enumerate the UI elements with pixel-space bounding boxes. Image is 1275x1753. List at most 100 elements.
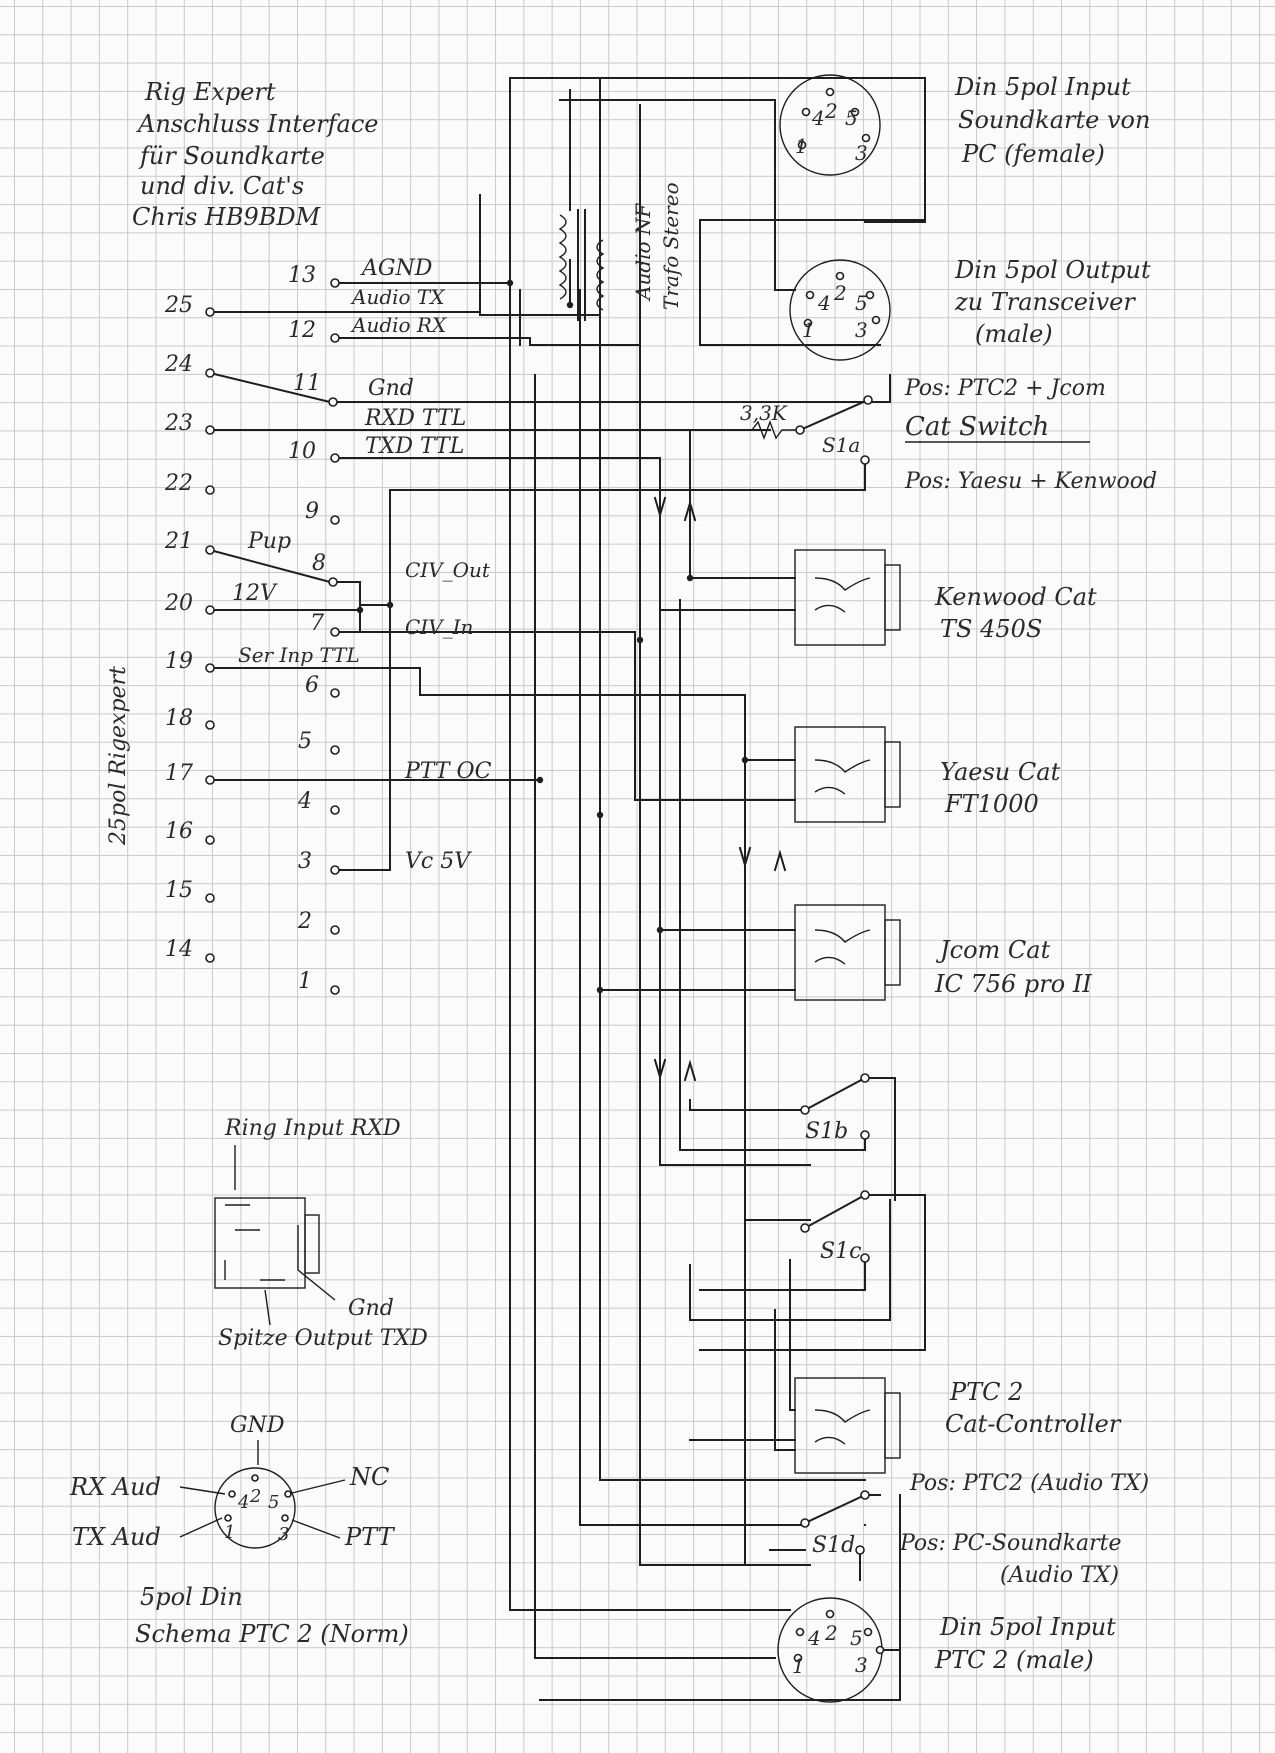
s1a-pos-bottom: Pos: Yaesu + Kenwood — [904, 469, 1157, 494]
pin-18-label: 18 — [165, 706, 193, 731]
icom-label-2: IC 756 pro II — [934, 970, 1092, 998]
din1-pin-1: 1 — [795, 134, 808, 158]
signal-audio-rx: Audio RX — [350, 313, 447, 337]
jack-legend-tip: Spitze Output TXD — [218, 1326, 428, 1351]
cat-switch-s1a: 3,3K S1a Pos: PTC2 + Jcom Cat Switch Pos… — [740, 376, 1157, 494]
signal-ptt-oc: PTT OC — [404, 759, 492, 784]
trafo-label-2: Trafo Stereo — [659, 182, 683, 310]
pins-left-column: 13 12 11 10 9 8 7 6 5 4 3 2 1 — [288, 263, 340, 995]
din1-title-2: Soundkarte von — [958, 106, 1150, 134]
connector-25pol-label: 25pol Rigexpert — [106, 666, 131, 846]
pin-11-label: 11 — [293, 371, 321, 396]
signal-vc5v: Vc 5V — [405, 849, 472, 874]
switch-s1b: S1b — [800, 1073, 870, 1144]
signal-rxd-ttl: RXD TTL — [364, 406, 466, 431]
din1-title-3: PC (female) — [961, 140, 1105, 168]
audio-trafo: Audio NF Trafo Stereo — [558, 182, 683, 321]
din-legend-ptt: PTT — [344, 1523, 396, 1551]
din2-pin-5: 5 — [855, 291, 868, 315]
din2-title-2: zu Transceiver — [954, 288, 1136, 316]
din3-title-1: Din 5pol Input — [939, 1613, 1116, 1641]
pins-right-column: 25 24 23 22 21 20 19 18 17 16 15 14 — [164, 293, 215, 963]
signal-12v: 12V — [232, 581, 278, 606]
pin-25-label: 25 — [164, 293, 193, 318]
pin-1 — [330, 985, 340, 995]
din3-pin-5: 5 — [850, 1626, 863, 1650]
din-legend-caption-2: Schema PTC 2 (Norm) — [135, 1620, 409, 1648]
pin-9 — [330, 515, 340, 525]
din3-pin-4: 4 — [807, 1626, 821, 1650]
din1-pin-2: 2 — [824, 99, 838, 123]
din-transceiver-output: 1 2 3 4 5 Din 5pol Output zu Transceiver… — [789, 256, 1151, 361]
junction-dots — [356, 279, 749, 994]
pin-4-label: 4 — [297, 789, 312, 814]
din-legend-gnd: GND — [230, 1413, 285, 1438]
title-line-4: und div. Cat's — [140, 172, 304, 200]
trafo-label-1: Audio NF — [631, 203, 655, 302]
yaesu-label-1: Yaesu Cat — [940, 758, 1061, 786]
pin-15 — [205, 893, 215, 903]
jack-kenwood: Kenwood Cat TS 450S — [794, 549, 1097, 646]
connector-25pol: 25pol Rigexpert 25 24 23 22 21 20 19 18 … — [106, 256, 492, 995]
pin-5-label: 5 — [298, 729, 312, 754]
switch-s1c: S1c — [800, 1190, 870, 1264]
din1-pin-4: 4 — [811, 106, 825, 130]
pin-8 — [328, 577, 338, 587]
din2-pin-2: 2 — [833, 281, 847, 305]
icom-label-1: Jcom Cat — [935, 936, 1051, 964]
signal-audio-tx: Audio TX — [350, 285, 445, 309]
signal-agnd: AGND — [360, 256, 433, 281]
din-legend-nc: NC — [349, 1463, 389, 1491]
s1a-pos-top: Pos: PTC2 + Jcom — [904, 376, 1106, 401]
signal-civ-out: CIV_Out — [405, 558, 491, 582]
pin-17-label: 17 — [165, 761, 193, 786]
din1-pin-3: 3 — [855, 141, 868, 165]
signal-gnd: Gnd — [368, 376, 414, 401]
pin-5 — [330, 745, 340, 755]
pin-23 — [205, 425, 215, 435]
din3-title-2: PTC 2 (male) — [934, 1646, 1094, 1674]
din-soundcard-input: 1 2 3 4 5 Din 5pol Input Soundkarte von … — [779, 73, 1150, 176]
din-legend: GND 1 2 3 4 5 RX Aud TX Aud NC PTT 5pol … — [69, 1413, 409, 1648]
pin-18 — [205, 720, 215, 730]
pin-14 — [205, 953, 215, 963]
pin-12 — [330, 333, 340, 343]
jack-legend: Ring Input RXD Gnd Spitze Output TXD — [214, 1116, 428, 1351]
pin-10 — [330, 453, 340, 463]
resistor-label: 3,3K — [740, 401, 788, 425]
din2-pin-3: 3 — [855, 318, 868, 342]
pin-6 — [330, 688, 340, 698]
pin-17 — [205, 775, 215, 785]
signal-civ-in: CIV_In — [405, 615, 473, 639]
jack-ptc2: PTC 2 Cat-Controller — [794, 1377, 1122, 1474]
pin-11 — [328, 397, 338, 407]
pin-8-label: 8 — [312, 551, 326, 576]
s1d-pos-2b: (Audio TX) — [1000, 1563, 1119, 1588]
pin-13-label: 13 — [288, 263, 316, 288]
pin-16 — [205, 835, 215, 845]
pin-7 — [330, 627, 340, 637]
pin-4 — [330, 805, 340, 815]
title-line-5: Chris HB9BDM — [132, 203, 322, 231]
din-legend-pin-1: 1 — [224, 1522, 235, 1543]
pin-10-label: 10 — [288, 439, 316, 464]
pin-22-label: 22 — [164, 471, 193, 496]
ptc2-label-2: Cat-Controller — [945, 1410, 1122, 1438]
pin-2-label: 2 — [297, 909, 312, 934]
din-legend-rx-aud: RX Aud — [69, 1473, 161, 1501]
din3-pin-3: 3 — [855, 1653, 868, 1677]
wiring — [208, 77, 926, 1701]
yaesu-label-2: FT1000 — [944, 790, 1039, 818]
din2-pin-4: 4 — [817, 291, 831, 315]
pin-3-label: 3 — [298, 849, 312, 874]
din2-title-3: (male) — [975, 320, 1053, 348]
signal-pup: Pup — [247, 529, 291, 554]
pin-20 — [205, 605, 215, 615]
pin-19-label: 19 — [165, 649, 193, 674]
din-legend-pin-3: 3 — [278, 1524, 289, 1545]
signal-ser-inp: Ser Inp TTL — [238, 643, 360, 667]
pin-1-label: 1 — [298, 969, 312, 994]
pin-25 — [205, 307, 215, 317]
s1d-label: S1d — [812, 1533, 855, 1558]
